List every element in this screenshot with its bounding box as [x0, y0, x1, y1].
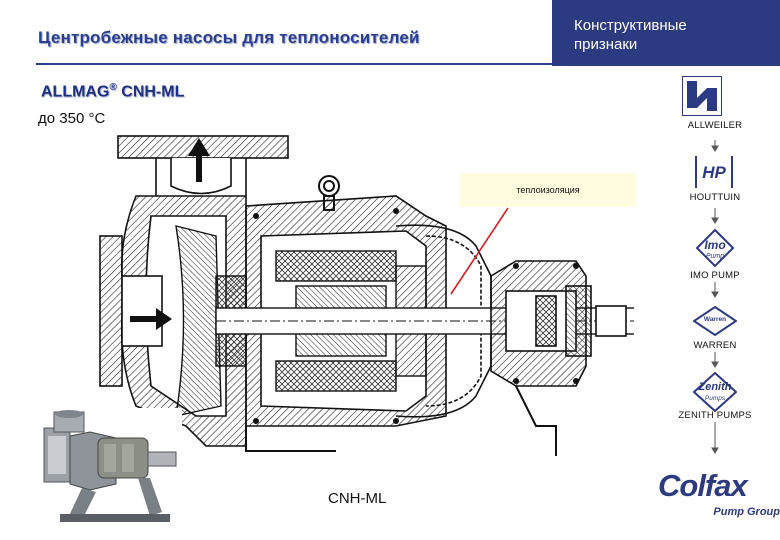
product-photo — [38, 408, 182, 532]
section-box: Конструктивные признаки — [552, 0, 780, 66]
brand-connectors — [711, 140, 719, 454]
registered-mark: ® — [109, 82, 117, 93]
imo-logo-sub: Pump — [705, 253, 725, 260]
bolts — [253, 208, 579, 424]
support-foot — [245, 385, 557, 456]
brand-houttuin: HOUTTUIN — [689, 192, 741, 203]
title-rule — [36, 63, 634, 65]
suction-flange — [99, 235, 163, 387]
flow-arrow-right — [130, 308, 172, 330]
model-suffix: CNH-ML — [116, 83, 185, 101]
houttuin-logo: HP — [695, 156, 733, 188]
page-title: Центробежные насосы для теплоносителей — [38, 28, 420, 47]
section-label-line1: Конструктивные — [574, 17, 687, 34]
warren-logo-text: Warren — [703, 316, 727, 323]
callout-leader — [450, 207, 509, 295]
brand-column: ALLWEILER HP HOUTTUIN Imo Pump IMO PUMP … — [650, 70, 780, 540]
imo-logo-text: Imo — [704, 238, 726, 252]
drawing-caption: CNH-ML — [328, 490, 387, 507]
allweiler-logo — [682, 76, 722, 116]
zenith-logo-sub: Pumps — [704, 395, 726, 402]
brand-imo: IMO PUMP — [690, 270, 740, 281]
imo-logo — [695, 228, 735, 268]
warren-logo — [693, 306, 737, 336]
product-model: ALLMAG® CNH-ML — [41, 82, 184, 101]
insulation-callout: теплоизоляция — [460, 173, 636, 207]
colfax-logo-sub: Pump Group — [713, 506, 780, 518]
zenith-logo-text: Zenith — [698, 381, 732, 393]
bearing-housing — [490, 260, 627, 387]
brand-zenith: ZENITH PUMPS — [678, 410, 752, 421]
section-label-line2: признаки — [574, 36, 638, 53]
temperature-label: до 350 °C — [38, 110, 106, 127]
colfax-logo: Colfax — [658, 468, 748, 503]
svg-text:HP: HP — [702, 163, 726, 182]
brand-warren: WARREN — [693, 340, 737, 351]
lifting-eye — [318, 175, 340, 211]
model-name: ALLMAG — [41, 83, 110, 101]
zenith-logo — [693, 372, 737, 412]
brand-allweiler: ALLWEILER — [687, 120, 743, 131]
flow-arrow-up — [188, 138, 210, 182]
